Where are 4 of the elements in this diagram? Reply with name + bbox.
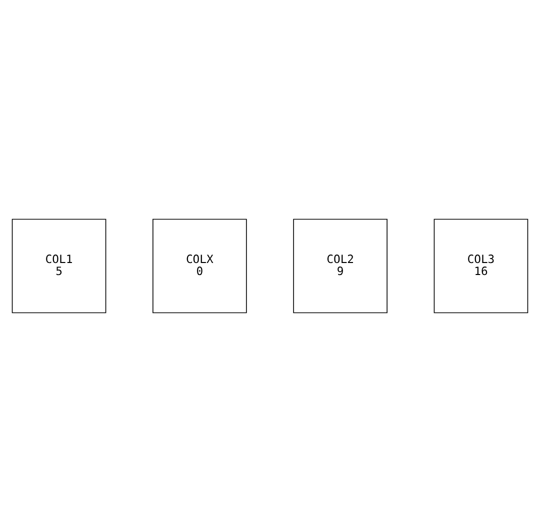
node-box: COLX 0 [152,218,247,314]
node-box: COL1 5 [12,218,106,314]
node-box: COL3 16 [434,218,528,314]
node-box: COL2 9 [293,218,388,314]
